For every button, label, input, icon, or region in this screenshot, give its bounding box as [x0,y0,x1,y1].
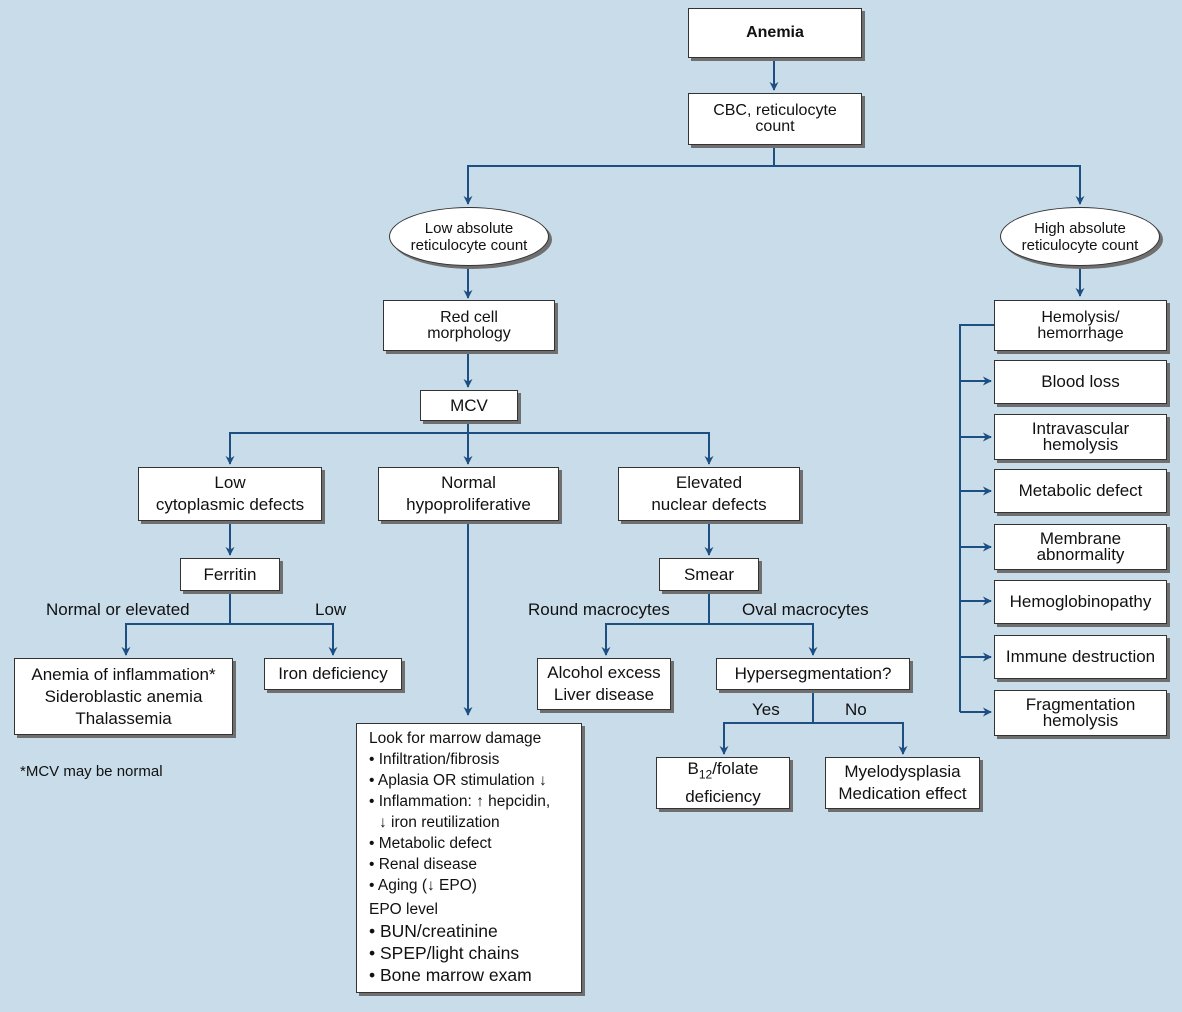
smear-box: Smear [659,558,759,591]
ferritin-label: Ferritin [203,564,257,584]
no-label: No [845,700,867,719]
hypersegmentation-box: Hypersegmentation? [716,658,910,690]
ferritin-low-label: Low [315,600,347,619]
b12-line-1: B12/folate [687,758,758,785]
marrow-title: Look for marrow damage [369,730,542,747]
cbc-line-1: CBC, reticulocyte [713,102,837,119]
hemoglobinopathy-box: Hemoglobinopathy [994,580,1167,624]
red-cell-line-1: Red cell [440,308,498,326]
iron-deficiency-label: Iron deficiency [278,664,388,683]
fragmentation-hemolysis-box: Fragmentation hemolysis [994,690,1167,736]
metabolic-defect-box: Metabolic defect [994,469,1167,513]
anemia-of-inflammation-box: Anemia of inflammation* Sideroblastic an… [14,658,233,735]
marrow-item: • Renal disease [369,856,477,873]
marrow-item: • Inflammation: ↑ hepcidin, [369,793,551,810]
myelo-line-2: Medication effect [838,784,967,803]
marrow-item: • Metabolic defect [369,835,492,852]
smear-label: Smear [683,564,735,584]
b12-sub: 12 [698,767,713,782]
low-retic-line-1: Low absolute [424,219,514,237]
inflammation-line-2: Sideroblastic anemia [44,686,203,706]
right-item-label: Membrane [1039,529,1122,548]
normal-line-2: hypoproliferative [406,495,531,514]
round-macrocytes-label: Round macrocytes [528,600,670,619]
red-cell-morphology-box: Red cell morphology [383,300,555,351]
anemia-label: Anemia [746,24,804,41]
marrow-test: • Bone marrow exam [369,965,532,985]
mcv-label: MCV [450,395,488,415]
elevated-nuclear-box: Elevated nuclear defects [618,467,800,521]
marrow-item: • Aging (↓ EPO) [369,877,477,894]
b12-rest: /folate [712,759,759,779]
ferritin-box: Ferritin [180,558,280,591]
cbc-box: CBC, reticulocyte count [688,93,862,145]
hemolysis-hemorrhage-box: Hemolysis/ hemorrhage [994,300,1167,351]
low-retic-ellipse: Low absolute reticulocyte count [389,207,549,266]
low-cytoplasmic-box: Low cytoplasmic defects [138,467,322,521]
red-cell-line-2: morphology [427,324,511,342]
alcohol-line-2: Liver disease [553,685,655,704]
low-cyto-line-1: Low [214,473,246,492]
myelodysplasia-box: Myelodysplasia Medication effect [825,757,980,809]
inflammation-line-1: Anemia of inflammation* [31,664,216,684]
myelo-line-1: Myelodysplasia [844,762,961,781]
right-item-label: Metabolic defect [1018,481,1143,500]
low-retic-line-2: reticulocyte count [410,236,528,254]
anemia-box: Anemia [688,8,862,58]
epo-title: EPO level [369,901,438,918]
membrane-abnormality-box: Membrane abnormality [994,524,1167,570]
marrow-item: • Aplasia OR stimulation ↓ [369,772,547,789]
normal-hypoproliferative-box: Normal hypoproliferative [378,467,559,521]
hemolysis-line-2: hemorrhage [1037,324,1124,342]
low-cyto-line-2: cytoplasmic defects [155,495,305,514]
right-item-label: hemolysis [1042,435,1119,454]
yes-label: Yes [752,700,780,719]
marrow-test: • BUN/creatinine [369,921,498,941]
marrow-item: ↓ iron reutilization [379,814,500,831]
high-retic-line-2: reticulocyte count [1021,236,1139,254]
hemolysis-line-1: Hemolysis/ [1041,308,1120,326]
b12-folate-box: B12/folate deficiency [656,757,790,809]
iron-deficiency-box: Iron deficiency [264,658,402,690]
high-retic-ellipse: High absolute reticulocyte count [1000,207,1160,266]
marrow-test: • SPEP/light chains [369,943,520,963]
immune-destruction-box: Immune destruction [994,635,1167,679]
right-item-label: hemolysis [1042,711,1119,730]
right-item-label: abnormality [1036,545,1125,564]
marrow-damage-box: Look for marrow damage • Infiltration/fi… [356,723,582,993]
alcohol-line-1: Alcohol excess [547,663,661,682]
marrow-item: • Infiltration/fibrosis [369,751,500,768]
hyperseg-label: Hypersegmentation? [734,664,892,683]
b12-line-2: deficiency [685,786,761,806]
right-item-label: Fragmentation [1025,695,1136,714]
elevated-line-1: Elevated [675,473,743,492]
right-item-label: Intravascular [1031,419,1130,438]
blood-loss-box: Blood loss [994,360,1167,404]
right-item-label: Hemoglobinopathy [1009,592,1152,611]
mcv-box: MCV [420,390,518,421]
footnote: *MCV may be normal [20,763,163,780]
cbc-line-2: count [755,118,795,135]
ferritin-normal-label: Normal or elevated [46,600,190,619]
intravascular-hemolysis-box: Intravascular hemolysis [994,414,1167,460]
b12-b: B [687,759,699,779]
right-item-label: Immune destruction [1005,647,1156,666]
high-retic-line-1: High absolute [1034,219,1126,237]
alcohol-liver-box: Alcohol excess Liver disease [537,658,671,710]
elevated-line-2: nuclear defects [651,495,767,514]
inflammation-line-3: Thalassemia [75,708,172,728]
right-item-label: Blood loss [1041,372,1120,391]
normal-line-1: Normal [441,473,496,492]
oval-macrocytes-label: Oval macrocytes [742,600,869,619]
